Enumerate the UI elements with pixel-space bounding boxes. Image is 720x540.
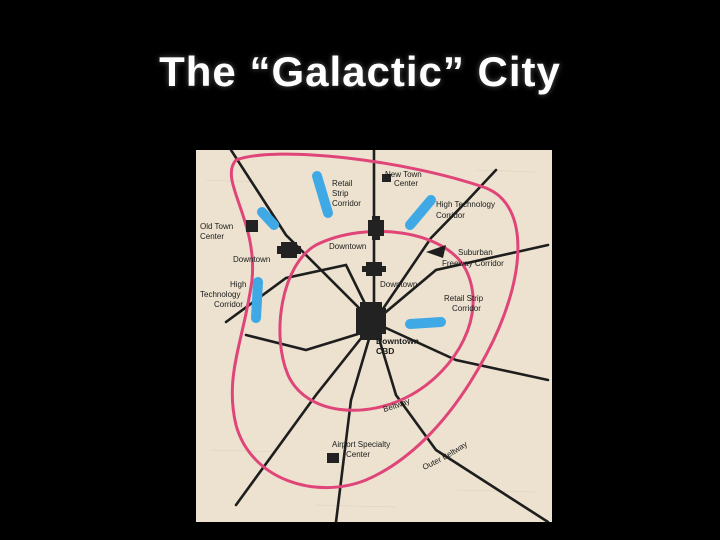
label-downtown-w: Downtown xyxy=(233,255,270,264)
old-town-center-block xyxy=(246,220,258,232)
label-new-town-2: Center xyxy=(394,179,418,188)
road-wsw xyxy=(244,328,373,352)
road-s xyxy=(334,320,376,522)
label-suburban-1: Suburban xyxy=(458,248,493,257)
beltway-ring xyxy=(278,229,475,412)
high-technology-corridor-w xyxy=(251,277,263,323)
downtown-ne-block-2 xyxy=(362,266,386,272)
label-retail-strip-3: Corridor xyxy=(332,199,361,208)
label-high-tech-w-1: High xyxy=(230,280,246,289)
road-sw xyxy=(234,320,376,507)
slide-title: The “Galactic” City xyxy=(159,48,561,95)
road-ene xyxy=(372,243,550,324)
beltways xyxy=(229,152,520,489)
retail-strip-corridor-n xyxy=(312,171,333,218)
label-retail-strip-e-2: Corridor xyxy=(452,304,481,313)
retail-strip-corridor-e xyxy=(405,317,446,329)
label-old-town-2: Center xyxy=(200,232,224,241)
label-retail-strip-2: Strip xyxy=(332,189,349,198)
road-network xyxy=(224,150,550,522)
label-high-tech-ne-2: Corridor xyxy=(436,211,465,220)
road-se xyxy=(372,320,550,522)
label-downtown-ne: Downtown xyxy=(380,280,417,289)
label-new-town-1: New Town xyxy=(385,170,422,179)
downtown-n-block-2 xyxy=(372,216,380,240)
galactic-city-map: New Town Center Retail Strip Corridor Hi… xyxy=(196,150,552,522)
label-cbd-2: CBD xyxy=(376,346,394,356)
label-retail-strip-1: Retail xyxy=(332,179,353,188)
label-old-town-1: Old Town xyxy=(200,222,233,231)
label-downtown-n: Downtown xyxy=(329,242,366,251)
road-e xyxy=(384,326,550,382)
airport-center-block xyxy=(327,453,339,463)
label-cbd-1: Downtown xyxy=(376,336,419,346)
high-technology-corridor-ne xyxy=(405,195,436,230)
new-town-center-block xyxy=(382,174,391,182)
label-retail-strip-e-1: Retail Strip xyxy=(444,294,484,303)
corridors xyxy=(251,171,446,329)
map-svg: New Town Center Retail Strip Corridor Hi… xyxy=(196,150,552,522)
downtown-w-block-2 xyxy=(277,246,301,254)
suburban-arrow-icon xyxy=(426,245,446,258)
centers xyxy=(246,174,391,463)
outer-beltway-ring xyxy=(229,152,520,489)
old-town-corridor-segment xyxy=(257,207,279,230)
paper-texture xyxy=(205,169,537,508)
label-high-tech-w-3: Corridor xyxy=(214,300,243,309)
label-airport-1: Airport Specialty xyxy=(332,440,390,449)
downtown-cbd-block-2 xyxy=(360,302,382,340)
label-airport-2: Center xyxy=(346,450,370,459)
label-high-tech-ne-1: High Technology xyxy=(436,200,495,209)
label-high-tech-w-2: Technology xyxy=(200,290,240,299)
label-suburban-2: Freeway Corridor xyxy=(442,259,504,268)
